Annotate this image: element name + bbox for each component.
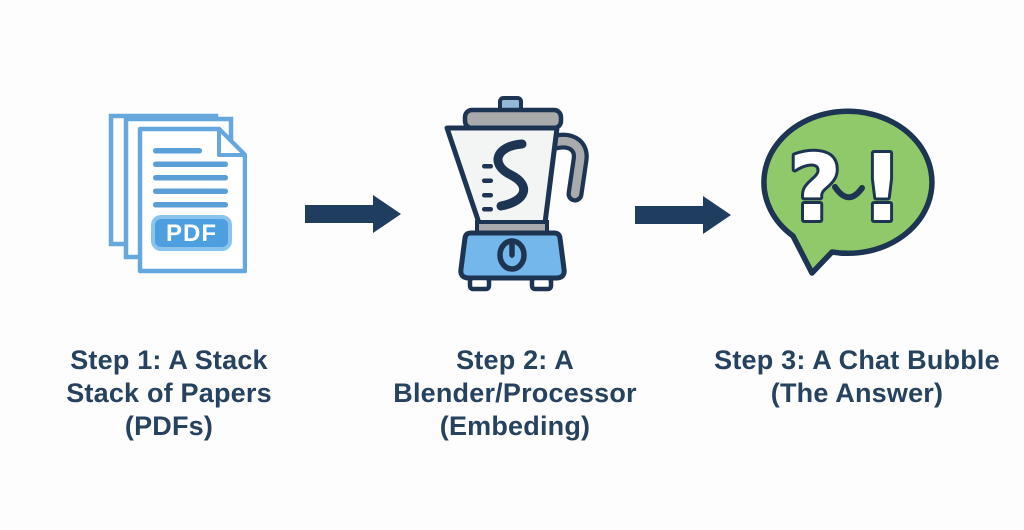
blender-handle <box>550 136 585 199</box>
blender-foot-left <box>467 275 492 292</box>
step-3-caption: Step 3: A Chat Bubble (The Answer) <box>695 344 1019 410</box>
blender-foot-right <box>529 275 554 292</box>
caption-line: (PDFs) <box>124 411 214 441</box>
caption-line: Step 1: A Stack <box>70 345 268 375</box>
pdf-badge-label: PDF <box>166 220 217 247</box>
caption-line: Step 3: A Chat Bubble <box>714 345 1000 375</box>
step-2-caption: Step 2: A Blender/Processor (Embeding) <box>374 344 656 443</box>
pdf-stack-icon: PDF <box>108 113 247 274</box>
blender-icon <box>444 96 589 292</box>
caption-line: Blender/Processor <box>393 378 637 408</box>
arrow-shape <box>635 196 731 234</box>
caption-line: (The Answer) <box>770 378 944 408</box>
bubble-body <box>761 108 935 276</box>
caption-line: Stack of Papers <box>66 378 272 408</box>
folded-corner <box>217 127 247 157</box>
flow-arrow-2-icon <box>635 196 731 234</box>
arrow-shape <box>305 195 401 233</box>
caption-line: Step 2: A <box>456 345 574 375</box>
exclamation-mark-glyph: ! <box>861 135 903 242</box>
pdf-badge <box>151 215 232 251</box>
smile-curve <box>832 184 865 201</box>
document-text-lines <box>153 148 228 208</box>
chat-bubble-icon: ? ! <box>761 108 935 276</box>
measure-marks <box>482 164 493 212</box>
blender-lid <box>462 107 564 131</box>
step-1-caption: Step 1: A Stack Stack of Papers (PDFs) <box>29 344 309 443</box>
caption-line: (Embeding) <box>439 411 591 441</box>
swirl-icon <box>493 139 529 211</box>
flow-arrow-1-icon <box>305 195 401 233</box>
